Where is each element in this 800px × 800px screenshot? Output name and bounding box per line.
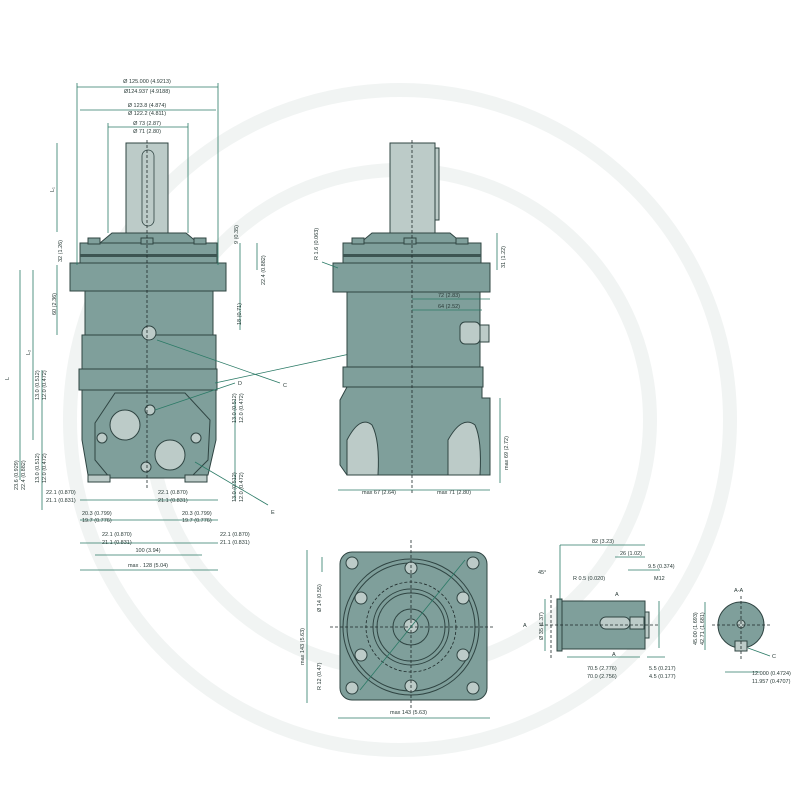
dim-64: 64 (2.52) — [438, 304, 460, 310]
dim-m12: M12 — [654, 576, 665, 582]
dim-max-143-v: max 143 (5.63) — [300, 628, 306, 665]
dim-22-4-b: 22.4 (0.882) — [21, 460, 27, 490]
dim-d14: Ø 14 (0.55) — [317, 584, 323, 612]
dim-l2: L₂ — [26, 350, 32, 355]
dim-max-67: max 67 (2.64) — [362, 490, 396, 496]
callout-e: E — [271, 510, 275, 516]
dim-5-5: 5.5 (0.217) — [649, 666, 676, 672]
dim-l1: L₁ — [50, 187, 56, 192]
bolt-head — [87, 237, 101, 245]
dim-21-1-b: 21.1 (0.831) — [158, 498, 188, 504]
drain-fitting — [459, 321, 481, 345]
section-a-a: A-A 45.00 (1.693) 42.71 (1.681) 12.000 (… — [693, 588, 791, 685]
dim-22-1-c: 22.1 (0.870) — [102, 532, 132, 538]
mounting-flange — [332, 262, 491, 293]
dim-max-69: max 69 (2.72) — [504, 436, 510, 470]
dim-26: 26 (1.02) — [620, 551, 642, 557]
dim-32: 32 (1.26) — [58, 240, 64, 262]
callout-d: D — [238, 381, 242, 387]
dim-d125-min: Ø124.937 (4.9188) — [124, 89, 170, 95]
dim-d123-min: Ø 122.2 (4.811) — [128, 111, 166, 117]
dim-70-5: 70.5 (2.776) — [587, 666, 617, 672]
dim-d35: Ø 35 (1.37) — [539, 612, 545, 640]
dim-82: 82 (3.23) — [592, 539, 614, 545]
port-boss — [346, 421, 379, 476]
dim-21-1-c: 21.1 (0.831) — [102, 540, 132, 546]
dim-128: max . 128 (5.04) — [128, 563, 168, 569]
dim-d123-max: Ø 123.8 (4.874) — [128, 103, 167, 109]
key-slot — [141, 149, 155, 227]
dim-max-143-h: max 143 (5.63) — [390, 710, 427, 716]
dim-20-3-a: 20.3 (0.799) — [82, 511, 112, 517]
dim-12-b: 12.0 (0.472) — [42, 453, 48, 483]
port-a — [109, 409, 141, 441]
dim-13-c: 13.0 (0.512) — [232, 393, 238, 423]
dim-11-957: 11.957 (0.4707) — [752, 679, 791, 685]
dim-22-4: 22.4 (0.882) — [261, 255, 267, 285]
dim-12-000: 12.000 (0.4724) — [752, 671, 791, 677]
dim-4-5: 4.5 (0.177) — [649, 674, 676, 680]
dim-12-a: 12.0 (0.472) — [42, 370, 48, 400]
dim-d125-max: Ø 125.000 (4.9213) — [123, 79, 171, 85]
dim-19-7-a: 19.7 (0.776) — [82, 518, 112, 524]
dim-22-1-a: 22.1 (0.870) — [46, 490, 76, 496]
dim-l: L — [5, 377, 11, 380]
bolt-head — [193, 237, 207, 245]
label-a: A — [523, 623, 527, 629]
front-view: Ø 125.000 (4.9213) Ø124.937 (4.9188) Ø 1… — [5, 79, 416, 571]
section-title: A-A — [734, 588, 744, 594]
dim-13-d: 13.0 (0.512) — [232, 472, 238, 502]
shaft — [389, 142, 436, 234]
dim-18: 18 (0.71) — [237, 303, 243, 325]
dim-22-1-d: 22.1 (0.870) — [220, 532, 250, 538]
mounting-flange — [69, 262, 227, 292]
dim-r1-6: R 1.6 (0.063) — [314, 228, 320, 260]
port-b — [154, 439, 186, 471]
callout-c-section: C — [772, 654, 776, 660]
dim-9-5: 9.5 (0.374) — [648, 564, 675, 570]
dim-20-3-b: 20.3 (0.799) — [182, 511, 212, 517]
dim-72: 72 (2.83) — [438, 293, 460, 299]
dim-r0-5: R 0.5 (0.020) — [573, 576, 605, 582]
port-boss — [447, 421, 481, 476]
dim-d71: Ø 71 (2.80) — [133, 129, 161, 135]
dim-12-c: 12.0 (0.472) — [239, 393, 245, 423]
dim-13-a: 13.0 (0.512) — [35, 370, 41, 400]
section-marker-a-top: A — [615, 592, 619, 598]
callout-c: C — [283, 383, 287, 389]
dim-max-71: max 71 (2.80) — [437, 490, 471, 496]
drain-port — [141, 325, 157, 341]
dim-22-1-b: 22.1 (0.870) — [158, 490, 188, 496]
dim-19-7-b: 19.7 (0.776) — [182, 518, 212, 524]
dim-21-1-a: 21.1 (0.831) — [46, 498, 76, 504]
dim-9: 9 (0.35) — [234, 225, 240, 244]
dim-45-deg: 45° — [538, 570, 546, 576]
dim-70-0: 70.0 (2.756) — [587, 674, 617, 680]
dim-45-00: 45.00 (1.693) — [693, 612, 699, 645]
dim-13-b: 13.0 (0.512) — [35, 453, 41, 483]
dim-12-d: 12.0 (0.472) — [239, 472, 245, 502]
dim-100: 100 (3.94) — [135, 548, 160, 554]
section-marker-a-bottom: A — [612, 652, 616, 658]
dim-23-6: 23.6 (0.929) — [14, 460, 20, 490]
dim-31: 31 (1.22) — [501, 246, 507, 268]
shaft-detail: 82 (3.23) 26 (1.02) 9.5 (0.374) 45° R 0.… — [523, 539, 676, 680]
dim-r12: R 12 (0.47) — [317, 662, 323, 690]
dim-42-71: 42.71 (1.681) — [700, 612, 706, 645]
dim-d73: Ø 73 (2.87) — [133, 121, 161, 127]
dim-60: 60 (2.36) — [52, 293, 58, 315]
dim-21-1-d: 21.1 (0.831) — [220, 540, 250, 546]
flange-view: max 143 (5.63) max 143 (5.63) Ø 14 (0.55… — [300, 540, 495, 719]
side-view: R 1.6 (0.063) 31 (1.22) 72 (2.83) 64 (2.… — [314, 140, 510, 496]
